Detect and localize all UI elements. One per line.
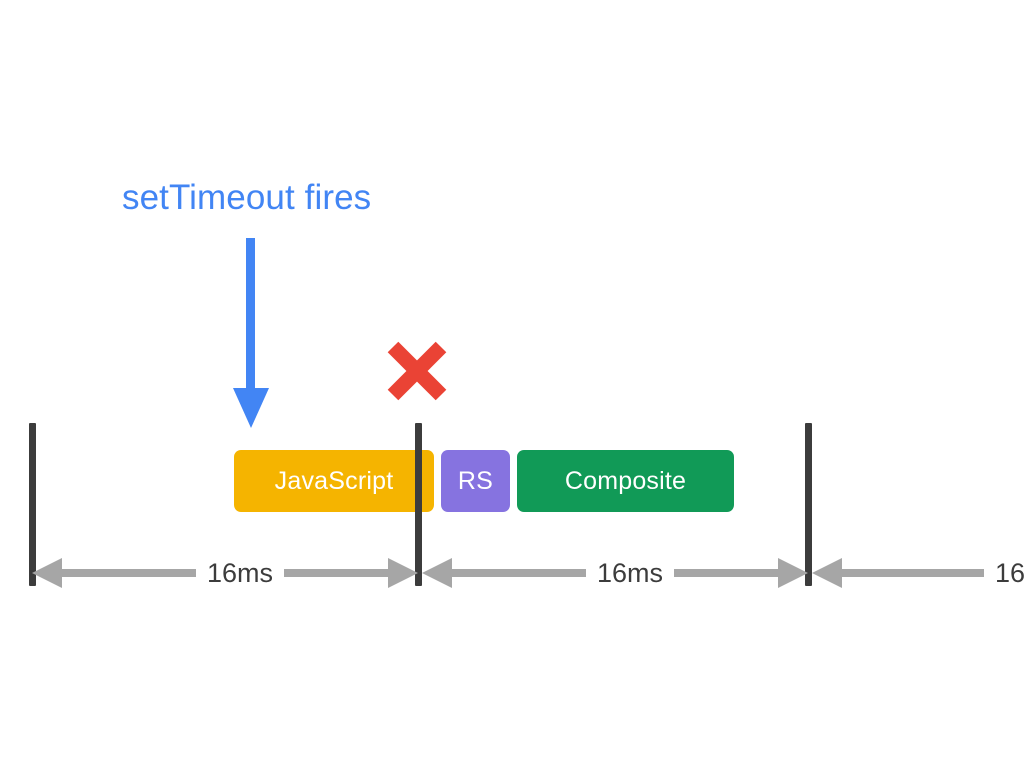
interval-label-3: 16 (984, 555, 1024, 591)
interval-label-2: 16ms (586, 555, 675, 591)
task-bar-composite-label: Composite (564, 466, 687, 495)
frame-boundary-tick-3 (805, 423, 812, 586)
task-bar-composite[interactable]: Composite (517, 450, 734, 512)
task-bar-javascript-label: JavaScript (274, 466, 394, 495)
interval-label-1: 16ms (196, 555, 285, 591)
settimeout-annotation-label: setTimeout fires (122, 178, 372, 217)
task-bar-rs[interactable]: RS (441, 450, 510, 512)
frame-boundary-tick-2 (415, 423, 422, 586)
task-bar-rs-label: RS (457, 466, 494, 495)
frame-boundary-tick-1 (29, 423, 36, 586)
down-arrow-icon (227, 238, 275, 428)
close-x-icon (384, 338, 450, 404)
task-bar-javascript[interactable]: JavaScript (234, 450, 434, 512)
